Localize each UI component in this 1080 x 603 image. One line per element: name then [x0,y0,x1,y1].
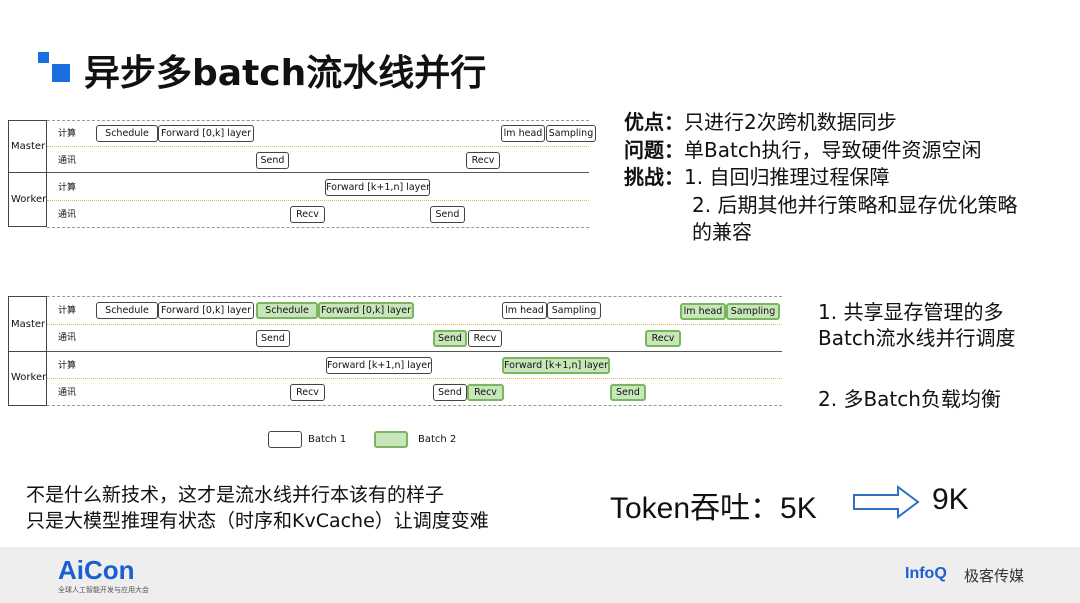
lane-label-comm: 通讯 [58,388,77,398]
lane-divider [47,324,782,325]
throughput-result: 9K [932,483,969,516]
pros-row: 优点：只进行2次跨机数据同步 [624,110,897,134]
worker-frame [8,172,47,227]
throughput-label: Token吞吐：5K [610,492,817,525]
forward-box: Forward [0,k] layer [158,125,254,142]
lane-label-compute: 计算 [58,129,77,139]
forward-box: Forward [k+1,n] layer [326,357,432,374]
recv-box: Recv [290,384,325,401]
challenge-item-2-cont: 的兼容 [692,220,752,244]
schedule-box: Schedule [96,125,158,142]
footer-bar [0,547,1080,603]
lane-divider [47,200,589,201]
sampling-box: Sampling [547,302,601,319]
send-box: Send [256,330,290,347]
sampling-box-batch2: Sampling [726,303,780,320]
title-logo-icon [38,52,49,63]
pros-label: 优点 [624,110,664,134]
lane-label-comm: 通讯 [58,210,77,220]
legend-swatch-batch1 [268,431,302,448]
recv-box: Recv [466,152,500,169]
title-logo-icon-2 [52,64,70,82]
send-box-batch2: Send [610,384,646,401]
forward-box: Forward [k+1,n] layer [325,179,430,196]
lane-label-compute: 计算 [58,183,77,193]
recv-box-batch2: Recv [467,384,504,401]
note-line-2: 只是大模型推理有状态（时序和KvCache）让调度变难 [26,510,489,532]
pros-text: 只进行2次跨机数据同步 [684,110,897,134]
send-box: Send [256,152,289,169]
aicon-logo: AiCon [58,555,135,585]
recv-box-batch2: Recv [645,330,681,347]
lane-divider [47,172,589,173]
legend-label-batch1: Batch 1 [308,434,347,445]
legend-label-batch2: Batch 2 [418,434,457,445]
recv-box: Recv [290,206,325,223]
lane-label-comm: 通讯 [58,156,77,166]
lm-head-box: lm head [502,302,547,319]
lm-head-box: lm head [501,125,545,142]
row-label-master: Master [11,319,46,330]
challenge-item-1: 1. 自回归推理过程保障 [684,165,890,189]
schedule-box-batch2: Schedule [256,302,318,319]
problem-text: 单Batch执行，导致硬件资源空闲 [684,138,982,162]
send-box-batch2: Send [433,330,467,347]
forward-box: Forward [0,k] layer [158,302,254,319]
worker-frame [8,351,47,406]
legend-swatch-batch2 [374,431,408,448]
geek-media-logo: 极客传媒 [964,567,1025,585]
lane-divider [47,120,589,121]
challenge-row: 挑战：1. 自回归推理过程保障 [624,165,890,189]
infoq-logo: InfoQ [905,565,947,582]
problem-row: 问题：单Batch执行，导致硬件资源空闲 [624,138,982,162]
solution-point-1: 1. 共享显存管理的多 [818,300,1004,324]
send-box: Send [430,206,465,223]
lane-divider [47,227,589,228]
lane-divider [47,296,782,297]
lm-head-box-batch2: lm head [680,303,726,320]
problem-label: 问题 [624,138,664,162]
forward-box-batch2: Forward [k+1,n] layer [502,357,610,374]
challenge-item-2: 2. 后期其他并行策略和显存优化策略 [692,193,1018,217]
lane-label-compute: 计算 [58,306,77,316]
lane-label-comm: 通讯 [58,333,77,343]
forward-box-batch2: Forward [0,k] layer [318,302,414,319]
send-box: Send [433,384,467,401]
lane-divider [47,146,589,147]
solution-point-1-cont: Batch流水线并行调度 [818,326,1016,350]
schedule-box: Schedule [96,302,158,319]
challenge-label: 挑战 [624,165,664,189]
row-label-worker: Worker [11,194,47,205]
lane-divider [47,378,782,379]
row-label-master: Master [11,141,46,152]
lane-divider [47,405,782,406]
aicon-subtitle: 全球人工智能开发与应用大会 [58,586,149,594]
lane-divider [47,351,782,352]
arrow-right-icon [853,485,920,519]
lane-label-compute: 计算 [58,361,77,371]
recv-box: Recv [468,330,502,347]
note-line-1: 不是什么新技术，这才是流水线并行本该有的样子 [26,484,445,506]
solution-point-2: 2. 多Batch负载均衡 [818,387,1001,411]
row-label-worker: Worker [11,372,47,383]
sampling-box: Sampling [546,125,596,142]
page-title: 异步多batch流水线并行 [84,53,487,94]
